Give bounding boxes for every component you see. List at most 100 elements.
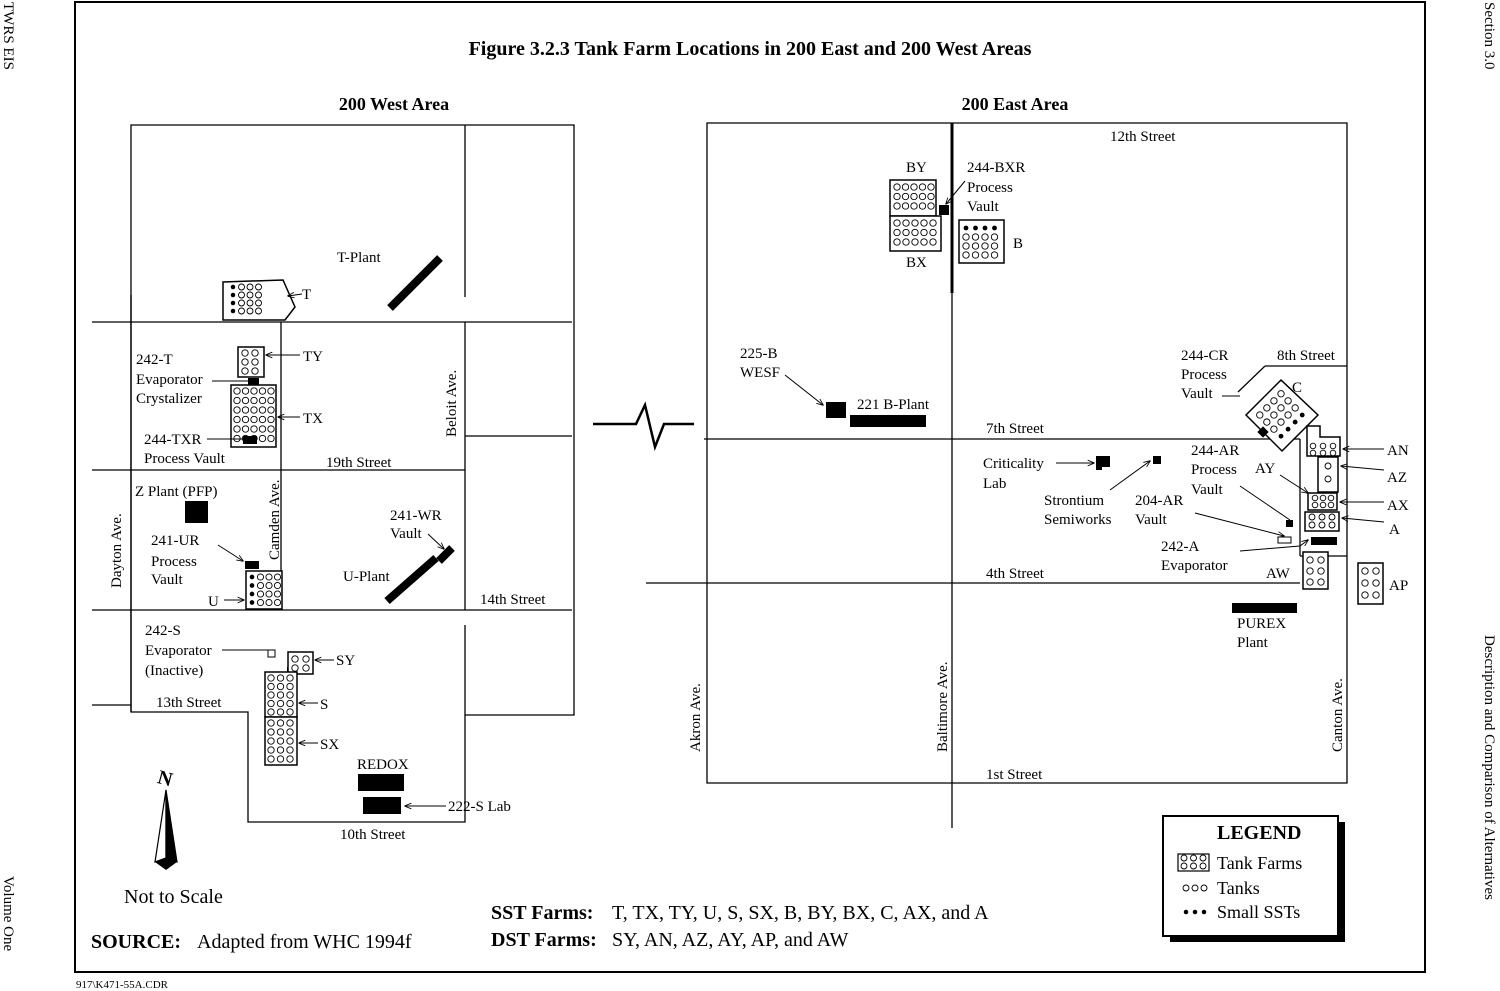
tank xyxy=(893,219,901,227)
dayton-ave-label: Dayton Ave. xyxy=(109,513,125,588)
tank xyxy=(238,299,245,307)
244-txr-label-1: 244-TXR xyxy=(144,432,202,448)
small-sst-tank xyxy=(1278,433,1284,439)
east-area-heading: 200 East Area xyxy=(962,94,1069,114)
8th-street-diagonal xyxy=(1237,365,1266,393)
tank xyxy=(267,415,275,424)
tank xyxy=(265,598,273,607)
redox-label: REDOX xyxy=(357,757,409,773)
tank xyxy=(902,228,910,237)
az-tank-farm xyxy=(1317,456,1339,493)
tank xyxy=(1306,578,1314,586)
242-s-label-3: (Inactive) xyxy=(145,663,203,679)
tank xyxy=(918,202,927,210)
244-cr-label-2: Process xyxy=(1181,367,1227,383)
small-sst-tank xyxy=(249,583,255,588)
ay-farm-label: AY xyxy=(1255,461,1275,477)
aw-farm-tanks xyxy=(1306,556,1325,586)
221-b-plant-label: 221 B-Plant xyxy=(857,397,930,413)
ty-farm-tanks xyxy=(241,349,259,375)
tank xyxy=(267,737,275,745)
header-right: Section 3.0 xyxy=(1481,2,1497,70)
244-txr-vault xyxy=(243,436,257,444)
tank xyxy=(1284,397,1292,405)
sy-farm-label: SY xyxy=(336,653,355,669)
241-ur-label-2: Process xyxy=(151,554,197,570)
ax-farm-tanks xyxy=(1311,494,1335,509)
tank xyxy=(276,746,285,754)
tank xyxy=(276,674,285,682)
244-ar-label-2: Process xyxy=(1191,462,1237,478)
tank xyxy=(1361,579,1369,587)
tank xyxy=(1327,501,1335,509)
small-sst-tank xyxy=(230,292,236,298)
strontium-label-2: Semiworks xyxy=(1044,512,1112,528)
bx-farm-tanks xyxy=(893,219,937,246)
tank xyxy=(902,238,910,246)
tank xyxy=(911,228,919,237)
tank xyxy=(256,581,265,590)
wesf-label-2: WESF xyxy=(740,365,780,381)
tank xyxy=(927,183,935,191)
tank xyxy=(1308,513,1316,521)
tank xyxy=(246,291,254,299)
tank xyxy=(1180,862,1188,870)
an-farm-label: AN xyxy=(1387,443,1409,459)
tank xyxy=(962,251,970,259)
tank xyxy=(276,682,285,691)
tank xyxy=(927,192,935,201)
b-farm-label: B xyxy=(1013,236,1023,252)
z-plant-building xyxy=(185,501,208,523)
small-sst-tank xyxy=(973,225,978,231)
redox-building xyxy=(358,774,404,791)
small-sst-tank xyxy=(230,284,236,290)
figure-frame xyxy=(74,1,1426,973)
tank xyxy=(255,291,262,299)
tank xyxy=(1180,854,1188,862)
244-txr-label-2: Process Vault xyxy=(144,451,226,467)
tank xyxy=(918,192,927,201)
tank xyxy=(250,406,258,414)
tank xyxy=(1256,411,1264,419)
tank xyxy=(258,415,267,424)
tank xyxy=(1308,521,1316,529)
tank xyxy=(250,415,258,424)
tank xyxy=(273,581,282,590)
c-farm-label: C xyxy=(1292,380,1302,396)
header-left: TWRS EIS xyxy=(0,2,16,70)
tank xyxy=(267,387,275,395)
204-ar-vault xyxy=(1286,520,1293,527)
tank xyxy=(893,202,901,210)
tank xyxy=(241,425,250,433)
tank xyxy=(241,367,249,375)
242-a-label-2: Evaporator xyxy=(1161,558,1228,574)
tank xyxy=(1319,501,1327,509)
tank xyxy=(255,283,262,291)
tank xyxy=(286,746,294,754)
ax-farm-label: AX xyxy=(1387,498,1409,514)
purex-label-1: PUREX xyxy=(1237,616,1286,632)
strontium-label-1: Strontium xyxy=(1044,493,1104,509)
tank xyxy=(893,192,901,201)
tank xyxy=(1306,567,1314,575)
tank xyxy=(250,396,258,405)
tank xyxy=(286,755,294,763)
tank xyxy=(1309,449,1317,457)
north-label: N xyxy=(155,766,175,791)
legend-item-small-ssts: Small SSTs xyxy=(1217,902,1300,922)
tank xyxy=(286,699,294,708)
tank xyxy=(267,406,275,414)
tank xyxy=(286,728,294,736)
tank xyxy=(267,674,275,682)
tank xyxy=(893,238,901,246)
tank xyxy=(233,396,241,405)
tank xyxy=(1199,862,1207,870)
12th-street-label: 12th Street xyxy=(1110,129,1176,145)
tank xyxy=(250,425,258,433)
19th-street-label: 19th Street xyxy=(326,455,392,471)
legend-farm-tanks xyxy=(1180,854,1207,870)
tank xyxy=(1361,591,1369,599)
tank xyxy=(258,425,267,433)
beloit-ave-label: Beloit Ave. xyxy=(444,370,460,437)
tank xyxy=(276,719,285,727)
